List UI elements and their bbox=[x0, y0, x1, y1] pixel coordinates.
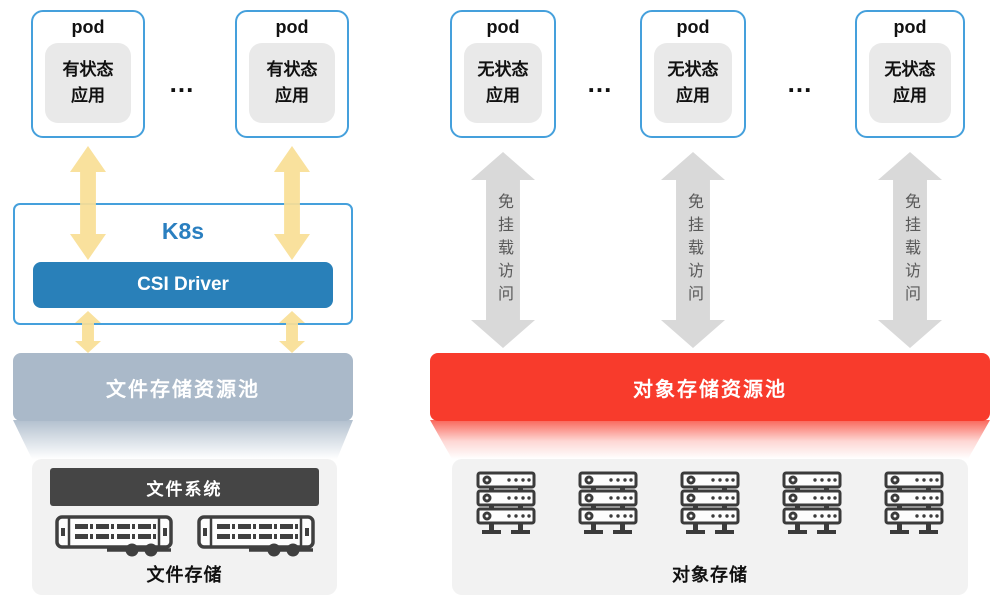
pod-title: pod bbox=[486, 17, 520, 37]
ellipsis-right-1: ... bbox=[587, 68, 613, 98]
server-rack-icon bbox=[476, 471, 536, 536]
pod-box-stateless-3: pod 无状态 应用 bbox=[855, 10, 965, 138]
disk-array-icon bbox=[196, 515, 315, 557]
gray-double-arrow-icon: 免挂载访问 bbox=[661, 152, 725, 348]
stateless-app-label: 无状态 应用 bbox=[869, 43, 951, 123]
object-pool-header: 对象存储资源池 bbox=[430, 353, 990, 421]
mount-free-access-label: 免挂载访问 bbox=[685, 192, 702, 308]
pod-box-stateless-2: pod 无状态 应用 bbox=[640, 10, 746, 138]
ellipsis-left: ... bbox=[169, 68, 195, 98]
disk-array-icon bbox=[54, 515, 173, 557]
object-pool-fade bbox=[430, 420, 990, 459]
pod-box-stateless-1: pod 无状态 应用 bbox=[450, 10, 556, 138]
filesystem-bar: 文件系统 bbox=[50, 468, 319, 506]
file-storage-body: 文件系统 文件存储 bbox=[32, 459, 337, 595]
ellipsis-right-2: ... bbox=[787, 68, 813, 98]
mount-free-access-label: 免挂载访问 bbox=[495, 192, 512, 308]
server-rack-icon bbox=[884, 471, 944, 536]
stateless-app-label: 无状态 应用 bbox=[464, 43, 542, 123]
server-rack-icon bbox=[782, 471, 842, 536]
file-storage-label: 文件存储 bbox=[146, 565, 223, 585]
csi-driver-bar: CSI Driver bbox=[33, 262, 333, 308]
gray-double-arrow-icon: 免挂载访问 bbox=[471, 152, 535, 348]
pod-title: pod bbox=[275, 17, 309, 37]
file-pool-fade bbox=[13, 420, 353, 459]
stateful-app-label: 有状态 应用 bbox=[249, 43, 335, 123]
mount-free-access-label: 免挂载访问 bbox=[902, 192, 919, 308]
pod-title: pod bbox=[893, 17, 927, 37]
stateful-app-label: 有状态 应用 bbox=[45, 43, 131, 123]
disk-array-row bbox=[32, 513, 337, 557]
gray-double-arrow-icon: 免挂载访问 bbox=[878, 152, 942, 348]
k8s-title: K8s bbox=[161, 218, 205, 244]
object-storage-body: 对象存储 bbox=[452, 459, 968, 595]
server-rack-icon bbox=[578, 471, 638, 536]
object-storage-label: 对象存储 bbox=[672, 565, 748, 585]
pod-box-stateful-1: pod 有状态 应用 bbox=[31, 10, 145, 138]
pod-box-stateful-2: pod 有状态 应用 bbox=[235, 10, 349, 138]
stateless-app-label: 无状态 应用 bbox=[654, 43, 732, 123]
pod-title: pod bbox=[676, 17, 710, 37]
server-rack-row bbox=[452, 471, 968, 537]
pod-title: pod bbox=[71, 17, 105, 37]
server-rack-icon bbox=[680, 471, 740, 536]
file-pool-header: 文件存储资源池 bbox=[13, 353, 353, 421]
